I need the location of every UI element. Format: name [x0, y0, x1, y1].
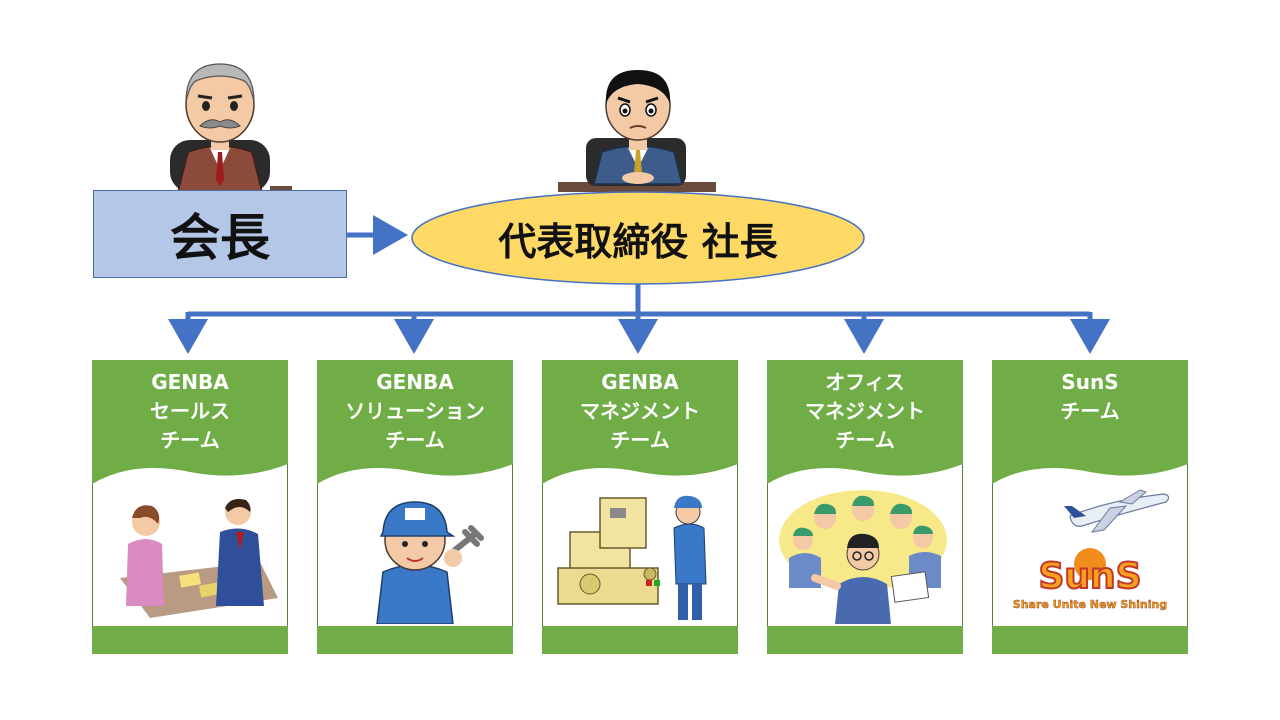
team-title-line: GENBA [376, 370, 454, 394]
technician-with-wrench-illustration [376, 501, 484, 624]
chairman-illustration [170, 63, 270, 192]
team-title-line: ソリューション [345, 399, 485, 423]
airplane-suns-logo-illustration: SunS Share Unite New Shining [1013, 489, 1170, 611]
team-title-line: セールス [150, 399, 230, 423]
airplane-icon [1064, 489, 1170, 533]
team-title-line: チーム [385, 428, 445, 452]
team-title: GENBA ソリューション チーム [317, 368, 513, 455]
chairman-desk [270, 186, 292, 190]
chairman-box: 会長 [93, 190, 347, 278]
suns-logo-text: SunS [1038, 556, 1141, 597]
team-title: GENBA マネジメント チーム [542, 368, 738, 455]
team-title-line: チーム [610, 428, 670, 452]
president-label: 代表取締役 社長 [498, 219, 778, 264]
team-title-line: チーム [835, 428, 895, 452]
team-card-1: GENBA セールス チーム [92, 360, 288, 654]
president-illustration [558, 70, 716, 192]
team-title-line: チーム [1060, 399, 1120, 423]
president-ellipse-shape [411, 191, 865, 285]
team-title-line: SunS [1061, 370, 1119, 394]
team-title-line: オフィス [825, 370, 905, 394]
machine-operator-illustration [557, 495, 707, 620]
team-card-4: オフィス マネジメント チーム [767, 360, 963, 654]
chairman-label: 会長 [170, 208, 270, 267]
office-team-illustration [779, 490, 947, 624]
team-card-3: GENBA マネジメント チーム [542, 360, 738, 654]
team-title-line: チーム [160, 428, 220, 452]
sales-meeting-illustration [120, 499, 278, 618]
team-title-line: マネジメント [805, 399, 925, 423]
team-card-5: SunS チーム SunS Share Unite New Shining [992, 360, 1188, 654]
suns-tagline: Share Unite New Shining [1013, 598, 1167, 611]
president-node: 代表取締役 社長 [410, 188, 866, 288]
team-card-background [992, 360, 1188, 654]
team-title: GENBA セールス チーム [92, 368, 288, 455]
team-title-line: GENBA [151, 370, 229, 394]
team-title-line: マネジメント [580, 399, 700, 423]
team-title: オフィス マネジメント チーム [767, 368, 963, 455]
team-title-line: GENBA [601, 370, 679, 394]
team-card-2: GENBA ソリューション チーム [317, 360, 513, 654]
team-title: SunS チーム [992, 368, 1188, 426]
